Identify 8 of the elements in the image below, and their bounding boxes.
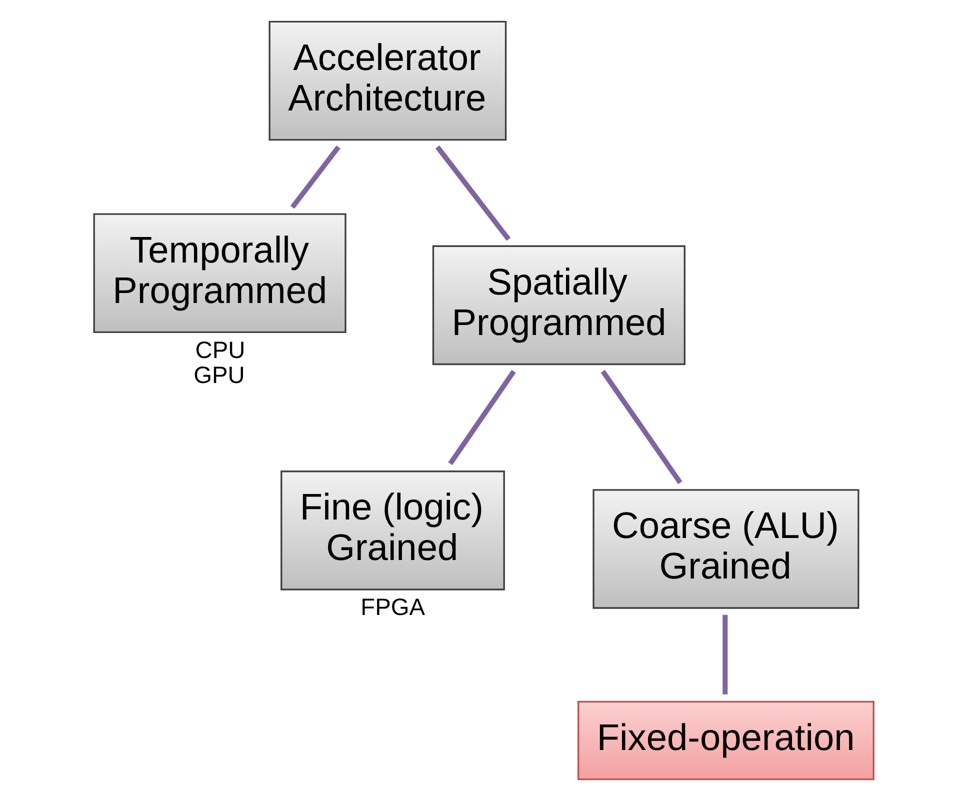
connector: [448, 370, 516, 466]
connector: [600, 370, 682, 484]
connector: [435, 145, 511, 241]
node-label: GPU: [194, 363, 245, 390]
connector: [290, 145, 340, 209]
connector: [722, 614, 728, 694]
node-label: FPGA: [360, 595, 425, 622]
node-label: CPU: [195, 338, 246, 364]
